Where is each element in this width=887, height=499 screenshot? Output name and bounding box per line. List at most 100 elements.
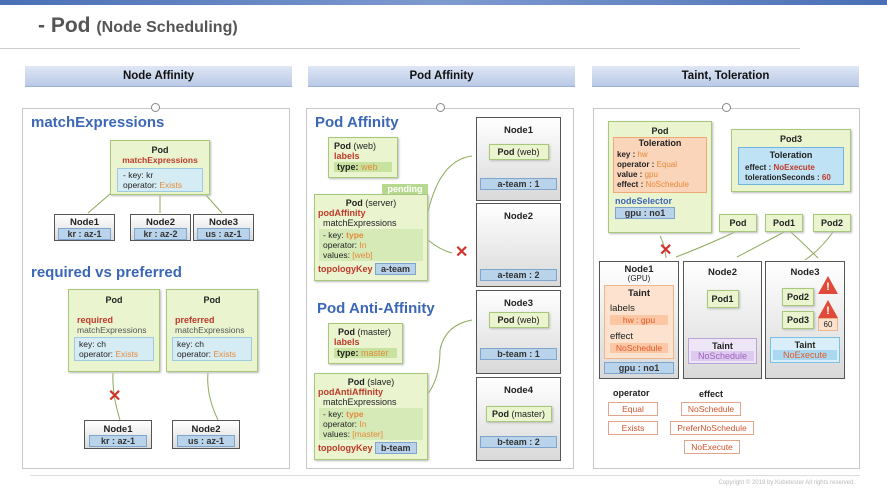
pod-title: Pod	[105, 295, 123, 305]
pa-node3: Node3 Pod (web) b-team : 1	[476, 290, 561, 374]
taint-title: Taint	[794, 340, 816, 350]
node-foot: gpu : no1	[604, 362, 674, 374]
tol-operator: operator : Equal	[617, 160, 703, 170]
node-name: Node1	[69, 217, 100, 228]
na-pod-match: Pod matchExpressions - key: kr operator:…	[110, 140, 210, 195]
taint-value: NoSchedule	[691, 351, 754, 361]
taint-title: Taint	[628, 288, 650, 299]
small-pod: Pod	[719, 214, 757, 232]
node-name: Node4	[503, 385, 534, 396]
node-pod: Pod (master)	[485, 406, 552, 422]
type-line: type: master	[334, 348, 397, 358]
connector-circle	[436, 103, 445, 112]
pod-paren: (web)	[517, 315, 540, 325]
taint-effect-label: effect	[610, 331, 634, 342]
taint-title: Taint	[712, 341, 733, 351]
node-name: Node1	[624, 264, 654, 275]
node-name: Node1	[503, 125, 534, 136]
taint-labels-label: labels	[610, 303, 635, 314]
node-label: kr : az-2	[134, 228, 187, 240]
type-line: type: web	[334, 162, 392, 172]
pod-match-sub: matchExpressions	[122, 155, 198, 165]
type-label: type:	[337, 348, 362, 358]
title-sub: (Node Scheduling)	[96, 19, 238, 36]
page-title: - Pod (Node Scheduling)	[38, 14, 238, 38]
pod-anti-affinity-title: Pod Anti-Affinity	[317, 300, 435, 317]
tt-node1: Node1 (GPU) Taint labels hw : gpu effect…	[599, 261, 679, 379]
pod-kind: required	[77, 315, 114, 325]
match-expressions-title: matchExpressions	[31, 114, 165, 131]
operator-equal: Equal	[608, 402, 658, 416]
pod-anti-affinity-label: podAntiAffinity	[318, 387, 383, 397]
node-label: kr : az-1	[89, 435, 147, 447]
toleration-box: Toleration key : hw operator : Equal val…	[613, 137, 707, 193]
taint-value: NoExecute	[773, 350, 837, 360]
operator-line: operator: In	[323, 419, 419, 429]
match-expr-box: - key: type operator: In values: [master…	[319, 408, 423, 440]
pod-master-title: Pod (master)	[338, 327, 402, 337]
match-expr-box: - key: kr operator: Exists	[117, 168, 203, 192]
labels-label: labels	[334, 151, 360, 161]
pa-pod-web: Pod (web) labels type: web	[328, 137, 398, 178]
pod-label: Pod	[497, 147, 515, 157]
tol-effect: effect : NoSchedule	[617, 180, 703, 190]
key-line: - key: kr	[123, 170, 154, 180]
pod-label: Pod	[334, 141, 351, 151]
pod-sub: matchExpressions	[175, 325, 245, 335]
small-pod1: Pod1	[765, 214, 803, 232]
tol-effect-label: effect :	[745, 163, 774, 172]
pa-pod-slave: Pod (slave) podAntiAffinity matchExpress…	[314, 373, 428, 460]
tol-key-value: hw	[637, 150, 648, 159]
operator-value: In	[359, 240, 367, 250]
operator-label: operator:	[323, 419, 360, 429]
node-pod: Pod (web)	[488, 144, 549, 160]
key-line: key: ch	[177, 339, 204, 349]
pod-server-title: Pod (server)	[315, 198, 427, 208]
operator-line: operator: Exists	[123, 180, 197, 190]
effect-title: effect	[699, 389, 724, 399]
tol-seconds-label: tolerationSeconds :	[745, 173, 822, 182]
tol-effect-value: NoSchedule	[645, 180, 690, 189]
pa-node4: Node4 Pod (master) b-team : 2	[476, 377, 561, 461]
match-expr-box: key: ch operator: Exists	[172, 337, 252, 361]
node-selector-label: nodeSelector	[615, 196, 673, 206]
small-pod2: Pod2	[813, 214, 851, 232]
values-value: [master]	[352, 429, 383, 439]
na-pod-preferred: Pod preferred matchExpressions key: ch o…	[166, 289, 258, 372]
node-name: Node3	[208, 217, 239, 228]
operator-line: operator: Exists	[79, 349, 149, 359]
copyright: Copyright © 2019 by Kubetester All right…	[718, 480, 856, 486]
tol-effect: effect : NoExecute	[745, 163, 837, 173]
required-preferred-title: required vs preferred	[31, 264, 182, 281]
pod-title: Pod3	[779, 134, 802, 144]
toleration-body: effect : NoExecute tolerationSeconds : 6…	[739, 162, 843, 184]
operator-line: operator: Exists	[177, 349, 247, 359]
node-label: us : az-1	[197, 228, 250, 240]
node-team: a-team : 1	[480, 178, 557, 190]
taint-box: Taint labels hw : gpu effect NoSchedule	[604, 285, 674, 359]
operator-label: operator:	[79, 349, 116, 359]
node-pod3: Pod3	[782, 311, 814, 329]
type-value: master	[361, 348, 389, 358]
tol-value-label: value :	[617, 170, 645, 179]
toleration-body: key : hw operator : Equal value : gpu ef…	[614, 148, 706, 192]
taint-effect-value: NoSchedule	[610, 343, 668, 353]
node-pod2: Pod2	[782, 288, 814, 306]
top-accent-bar	[0, 0, 887, 5]
values-line: values: [web]	[323, 250, 419, 260]
pod-kind: preferred	[175, 315, 215, 325]
operator-line: operator: In	[323, 240, 419, 250]
type-value: web	[361, 162, 378, 172]
node-team: a-team : 2	[480, 269, 557, 281]
topology-label: topologyKey	[318, 443, 373, 453]
node-name: Node2	[191, 424, 221, 435]
key-line: - key: type	[323, 409, 419, 419]
topology-value: a-team	[375, 263, 417, 275]
header-node-affinity: Node Affinity	[25, 66, 292, 87]
key-line: - key: type	[323, 230, 419, 240]
pod-paren: (web)	[353, 141, 377, 151]
warning-icon: !	[818, 276, 838, 294]
tol-operator-label: operator :	[617, 160, 657, 169]
